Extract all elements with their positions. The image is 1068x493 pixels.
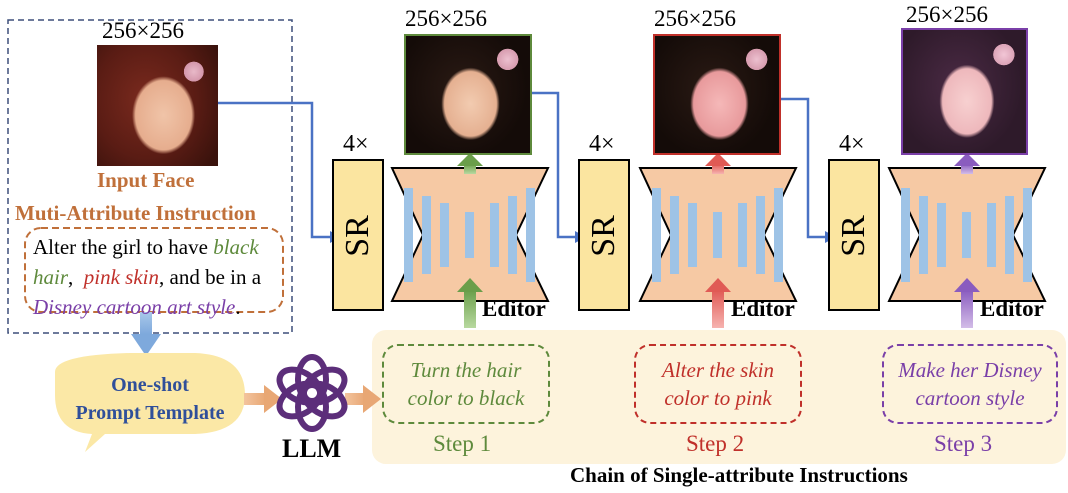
step-2-instruction-line2: color to pink xyxy=(664,386,772,410)
instruction-line2-rest: , and be in a xyxy=(159,265,262,289)
instruction-box xyxy=(24,227,284,313)
editor-bars-3 xyxy=(901,188,1032,282)
editor-bars-1 xyxy=(404,188,535,282)
stage-3-scale-label: 4× xyxy=(839,131,865,157)
llm-label: LLM xyxy=(282,434,342,463)
stage-2-scale-label: 4× xyxy=(589,131,615,157)
stage-3-output-image xyxy=(901,28,1028,155)
prompt-template-line1: One-shot xyxy=(111,374,189,396)
step-1-instruction-line1: Turn the hair xyxy=(410,358,522,382)
step-3-instruction: Make her Disney cartoon style xyxy=(882,344,1058,424)
stage-2-output-image xyxy=(653,34,781,155)
connector-stage1-to-sr2 xyxy=(532,91,575,239)
instruction-black-hair-part2: hair xyxy=(33,265,69,289)
prompt-template-bubble xyxy=(55,353,245,452)
instruction-pink-skin: pink skin xyxy=(83,265,159,289)
editor-bars-2 xyxy=(652,188,783,282)
instruction-period: . xyxy=(235,295,241,319)
instruction-arrow-2 xyxy=(705,278,731,328)
step-1-instruction: Turn the hair color to black xyxy=(382,344,550,424)
multi-attribute-instruction: Alter the girl to have black hair, pink … xyxy=(33,232,261,322)
sr-block-2 xyxy=(578,159,630,311)
sr-label-1: SR xyxy=(339,215,376,257)
step-1-instruction-line2: color to black xyxy=(407,386,525,410)
instruction-arrow-1 xyxy=(457,278,483,328)
input-face-image xyxy=(97,45,218,166)
input-size-label: 256×256 xyxy=(102,18,184,43)
input-face-caption: Input Face xyxy=(97,168,195,192)
step-2-instruction-line1: Alter the skin xyxy=(662,358,774,382)
step-3-instruction-line1: Make her Disney xyxy=(898,358,1042,382)
editor-label-3: Editor xyxy=(980,296,1044,321)
instruction-separator: , xyxy=(68,265,84,289)
instruction-title: Muti-Attribute Instruction xyxy=(15,201,256,225)
stage-1-output-image xyxy=(404,34,532,155)
step-1-label: Step 1 xyxy=(433,431,492,456)
sr-block-3 xyxy=(828,159,880,311)
instruction-line1-plain: Alter the girl to have xyxy=(33,235,214,259)
prompt-template-label: One-shot Prompt Template xyxy=(60,371,240,427)
step-3-instruction-line2: cartoon style xyxy=(915,386,1025,410)
sr-block-1 xyxy=(332,159,384,311)
step-2-label: Step 2 xyxy=(686,431,745,456)
instruction-disney-style: Disney cartoon art style xyxy=(33,295,236,319)
connector-input-to-sr1 xyxy=(218,101,330,239)
output-arrow-2 xyxy=(705,153,731,174)
output-arrow-3 xyxy=(954,153,980,174)
step-2-instruction: Alter the skin color to pink xyxy=(634,344,802,424)
instruction-black-hair-part1: black xyxy=(213,235,259,259)
output-arrow-1 xyxy=(457,153,483,174)
input-dashed-box xyxy=(7,19,293,334)
sr-label-2: SR xyxy=(585,215,622,257)
chain-caption: Chain of Single-attribute Instructions xyxy=(570,463,908,487)
sr-label-3: SR xyxy=(835,215,872,257)
stage-1-scale-label: 4× xyxy=(343,131,369,157)
editor-label-2: Editor xyxy=(731,296,795,321)
stage-2-size-label: 256×256 xyxy=(654,6,736,31)
prompt-template-line2: Prompt Template xyxy=(75,402,225,424)
llm-logo-icon xyxy=(276,354,348,432)
editor-label-1: Editor xyxy=(482,296,546,321)
instruction-arrow-3 xyxy=(954,278,980,328)
stage-1-size-label: 256×256 xyxy=(405,6,487,31)
chain-panel xyxy=(372,330,1066,464)
stage-3-size-label: 256×256 xyxy=(906,2,988,27)
connector-stage2-to-sr3 xyxy=(781,97,825,239)
step-3-label: Step 3 xyxy=(934,431,993,456)
